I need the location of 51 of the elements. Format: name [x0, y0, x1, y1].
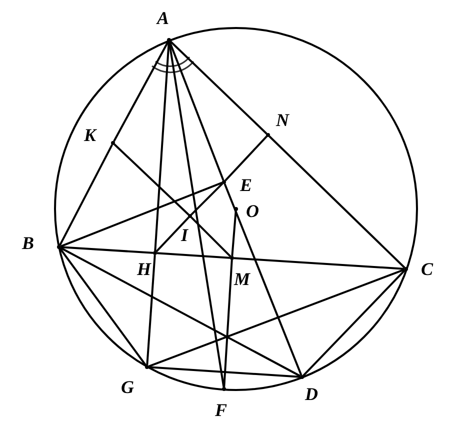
point [404, 267, 408, 271]
point [266, 133, 270, 137]
line-segment [224, 136, 268, 182]
point [111, 141, 115, 145]
point-label: F [215, 401, 228, 419]
point-label: B [22, 234, 34, 252]
point [234, 207, 238, 211]
point-label: G [121, 378, 134, 396]
point-label: K [84, 126, 96, 144]
point [222, 387, 226, 391]
line-segment [168, 42, 224, 180]
point [57, 245, 61, 249]
line-segment [168, 42, 225, 388]
line-segment [113, 41, 169, 142]
point [145, 365, 149, 369]
line-segment [156, 252, 230, 259]
point-label: O [246, 202, 259, 220]
line-segment [148, 366, 300, 378]
point [222, 180, 226, 184]
point-label: I [181, 226, 188, 244]
point [230, 256, 234, 260]
point-label: H [137, 260, 152, 278]
point-label: E [240, 176, 252, 194]
line-segment [60, 182, 222, 248]
line-segment [223, 260, 233, 388]
line-segment [302, 270, 406, 376]
line-segment [156, 216, 190, 252]
point-label: N [276, 111, 289, 129]
line-segment [60, 247, 301, 377]
point-label: D [305, 385, 318, 403]
line-segment [114, 144, 190, 216]
line-segment [146, 254, 156, 366]
line-segment [231, 210, 237, 256]
point-label: M [234, 270, 250, 288]
point-label: C [421, 260, 434, 278]
point [300, 375, 304, 379]
point [153, 251, 157, 255]
line-segment [268, 136, 406, 268]
point [188, 214, 192, 218]
point [167, 38, 171, 42]
line-segment [148, 268, 404, 368]
line-segment [60, 246, 154, 254]
line-segment [59, 144, 113, 246]
line-segment [190, 182, 224, 216]
line-segment [190, 216, 232, 258]
line-segment [59, 248, 147, 366]
line-segment [154, 42, 170, 252]
line-segment [224, 183, 302, 376]
point-label: A [157, 9, 170, 27]
line-segment [234, 257, 404, 270]
line-segment [170, 40, 268, 134]
